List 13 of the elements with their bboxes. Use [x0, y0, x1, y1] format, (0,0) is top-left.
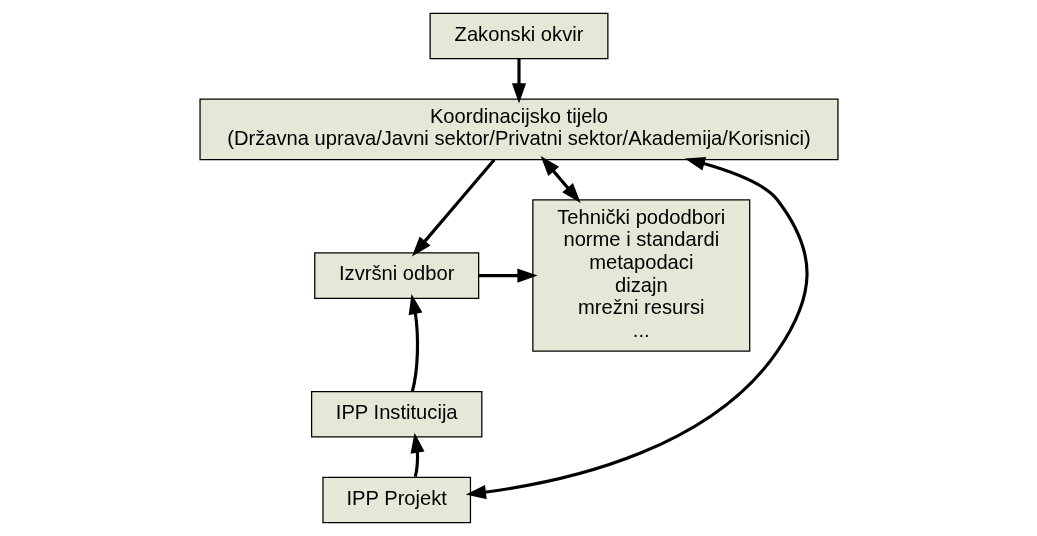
arrow — [410, 432, 425, 478]
arrow — [465, 156, 809, 500]
arrow — [408, 294, 422, 392]
node-box: IPP Institucija — [310, 390, 482, 438]
node-box: Zakonski okvir — [429, 12, 608, 60]
arrow — [411, 158, 495, 257]
node-box: IPP Projekt — [321, 476, 471, 524]
node-box: Izvršni odbor — [313, 252, 479, 299]
node-box: Tehnički pododbori norme i standardi metapodaci dizajn mrežni resursi ... — [531, 199, 750, 352]
arrow — [511, 58, 526, 104]
arrow — [540, 156, 581, 204]
arrow — [478, 268, 538, 283]
node-box: Koordinacijsko tijelo (Državna uprava/Javni sektor/Privatni sektor/Akademija/Korisnici) — [198, 98, 839, 161]
